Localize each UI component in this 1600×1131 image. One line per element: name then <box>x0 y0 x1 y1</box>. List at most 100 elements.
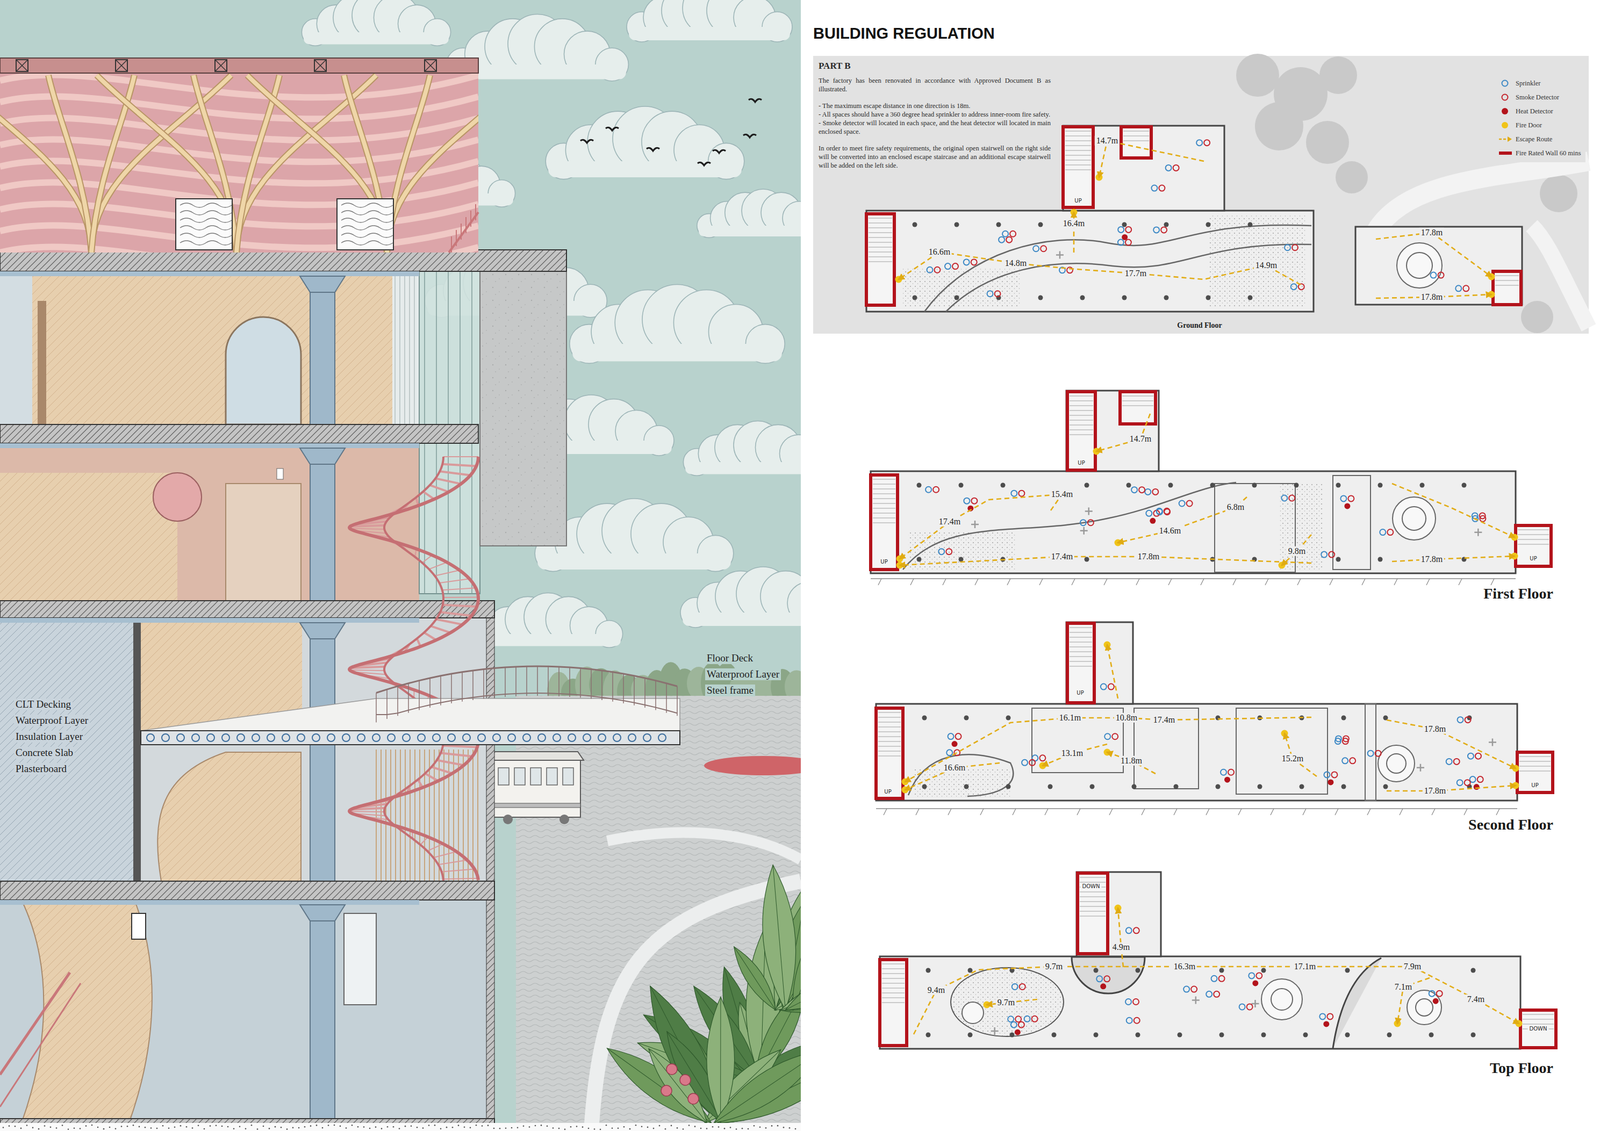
floor-deck <box>376 693 678 715</box>
ground-strip <box>534 1125 537 1128</box>
floor-deck <box>206 734 215 742</box>
smoke-detector <box>1087 519 1094 526</box>
floor-deck <box>676 686 678 716</box>
ground-strip <box>268 1128 271 1130</box>
ground-strip <box>26 1124 28 1127</box>
escape-stair <box>878 756 901 757</box>
legend-label: Heat Detector <box>1515 107 1554 116</box>
escape-stair <box>1123 140 1150 142</box>
roof-canopy <box>460 223 462 240</box>
ground-strip <box>215 1124 218 1127</box>
spiral-stair <box>443 597 479 599</box>
escape-stair <box>1069 410 1094 412</box>
roof-canopy <box>0 75 92 253</box>
plants <box>687 1093 699 1105</box>
railway-carriage <box>491 803 581 808</box>
floor-deck <box>492 734 501 742</box>
sprinkler <box>1455 285 1462 292</box>
sprinkler <box>1196 139 1203 146</box>
fire-rated-wall <box>866 213 895 306</box>
legend-item: Sprinkler <box>1498 76 1582 91</box>
plan-room <box>876 704 1518 801</box>
escape-stair <box>1522 1024 1554 1025</box>
escape-stair <box>881 988 905 989</box>
building-section <box>395 749 397 882</box>
ground-strip <box>180 1125 182 1128</box>
legend-symbol <box>1498 151 1512 155</box>
cloud <box>680 567 801 628</box>
fire-rated-wall <box>1077 873 1108 954</box>
legend-symbol <box>1498 148 1513 158</box>
ground-floor-site-panel <box>813 55 1589 334</box>
ground-strip <box>250 1124 253 1127</box>
spiral-stair <box>430 626 451 633</box>
facade-line <box>1270 808 1274 816</box>
column <box>922 784 928 790</box>
floor-deck <box>376 666 678 694</box>
escape-stair <box>1519 771 1551 772</box>
fire-door <box>1070 209 1078 217</box>
sprinkler <box>1024 1016 1031 1023</box>
smoke-detector <box>1152 489 1159 495</box>
fire-rated-wall <box>1515 525 1552 567</box>
sprinkler <box>1321 551 1327 558</box>
escape-distance: 9.7m <box>995 998 1017 1008</box>
column <box>1009 1032 1015 1038</box>
sprinkler <box>1032 245 1039 252</box>
birds <box>712 149 726 154</box>
building-section <box>395 271 396 425</box>
floor-deck <box>569 667 571 698</box>
smoke-detector <box>1103 976 1110 982</box>
smoke-detector <box>1031 1016 1038 1023</box>
curved-wall <box>945 244 1312 312</box>
ground-strip <box>375 1126 377 1129</box>
ground-strip <box>221 1125 224 1128</box>
ground-strip <box>363 1126 365 1129</box>
spiral-stair <box>443 878 479 880</box>
floor-deck <box>601 670 603 701</box>
escape-stair <box>1520 1010 1556 1049</box>
floor-deck <box>622 673 624 704</box>
smoke-detector <box>1213 991 1220 998</box>
stair-direction: DOWN <box>1527 1025 1549 1033</box>
section-annotation: Waterproof Layer <box>705 668 781 681</box>
ground-strip <box>85 1125 88 1128</box>
ground-strip <box>564 1129 566 1131</box>
ground-strip <box>20 1128 23 1130</box>
fire-rated-wall <box>1120 391 1156 425</box>
roof-canopy <box>48 75 92 253</box>
spiral-stair <box>442 605 477 607</box>
escape-stair <box>1065 155 1092 156</box>
sprinkler <box>1131 486 1138 493</box>
facade-line <box>1232 578 1237 586</box>
floor-deck <box>493 668 495 699</box>
ground-strip <box>765 1127 767 1130</box>
smoke-detector <box>1438 272 1445 279</box>
smoke-detector <box>1436 991 1443 997</box>
column <box>1206 295 1211 301</box>
roof-canopy <box>0 58 479 74</box>
escape-stair <box>1122 396 1154 397</box>
column <box>1051 1032 1057 1038</box>
stair-direction: UP <box>1074 690 1086 697</box>
cloud <box>548 161 742 178</box>
floor-deck <box>432 734 441 742</box>
ground-strip <box>629 1128 631 1131</box>
ground-paving <box>607 833 801 860</box>
ground-strip <box>747 1128 750 1131</box>
floor-deck <box>590 669 592 700</box>
cloud <box>698 225 801 237</box>
ground-strip <box>641 1125 643 1128</box>
spiral-stair <box>1396 242 1442 289</box>
floor-slab <box>0 249 567 272</box>
column <box>967 1032 973 1038</box>
smoke-detector <box>1186 500 1193 507</box>
plants <box>778 938 801 1023</box>
ground-strip <box>132 1124 135 1127</box>
heat-detector <box>1323 1021 1330 1028</box>
floor-deck <box>267 734 275 742</box>
sprinkler <box>1007 1016 1014 1023</box>
ground-strip <box>422 1127 425 1130</box>
plan-room <box>870 471 1516 574</box>
